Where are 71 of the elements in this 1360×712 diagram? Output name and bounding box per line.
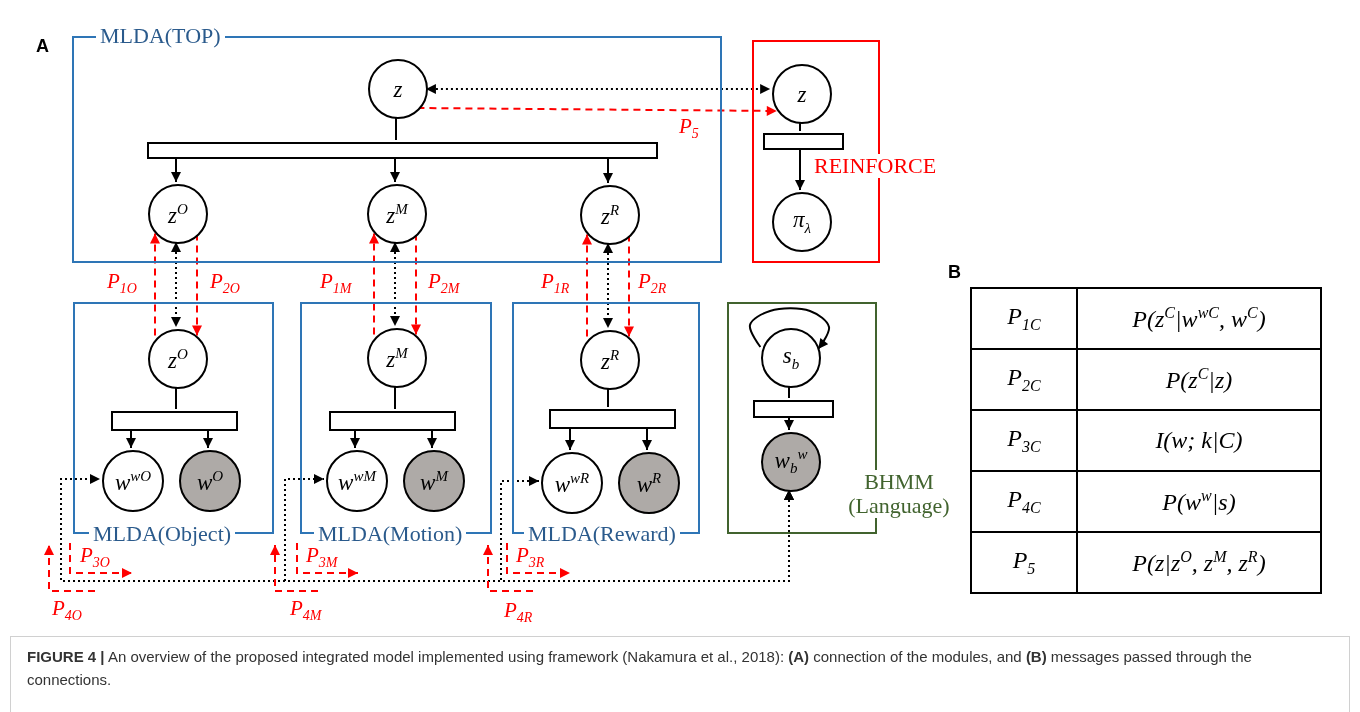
table-cell: P$_{2C}$ — [971, 349, 1077, 410]
table-cell: P$_{3C}$ — [971, 410, 1077, 471]
variable-label: w$^{wM}$ — [338, 468, 376, 494]
variable-node — [580, 185, 640, 245]
connector-line — [799, 121, 801, 132]
connector-line — [394, 385, 396, 410]
arrow — [784, 415, 794, 431]
variable-label: w$^{R}$ — [636, 470, 662, 496]
variable-node — [148, 329, 208, 389]
connector-line — [788, 385, 790, 399]
factor-bar — [111, 411, 238, 431]
variable-node — [367, 328, 427, 388]
factor-bar — [329, 411, 456, 431]
arrow — [203, 428, 213, 449]
message-arrow — [369, 232, 379, 336]
dotted-connector — [171, 241, 181, 328]
variable-label: π$_{λ}$ — [793, 208, 811, 236]
arrow — [603, 156, 613, 184]
table-cell: P$_{1C}$ — [971, 288, 1077, 349]
variable-node — [148, 184, 208, 244]
variable-node — [761, 432, 821, 492]
variable-node — [367, 184, 427, 244]
variable-label: s$_{b}$ — [782, 344, 800, 372]
variable-node — [580, 330, 640, 390]
table-cell: P(w$^{w}$|s) — [1077, 471, 1321, 532]
variable-node — [368, 59, 428, 119]
figure-caption: FIGURE 4 | An overview of the proposed integrated model implemented using framework (Nakamura et al., 2018): (A) connection of the modules, and (B) messages passed through the connections. — [10, 636, 1350, 712]
table-cell: P(z|z$^{O}$, z$^{M}$, z$^{R}$) — [1077, 532, 1321, 593]
variable-label: z — [393, 77, 403, 101]
dotted-connector — [603, 242, 613, 329]
arrow — [565, 426, 575, 451]
table-cell: P(z$^{C}$|w$^{wC}$, w$^{C}$) — [1077, 288, 1321, 349]
factor-bar — [549, 409, 676, 429]
dotted-connector — [390, 241, 400, 327]
factor-bar — [753, 400, 834, 418]
panel-label: A — [36, 36, 49, 57]
arrow — [390, 156, 400, 183]
variable-label: z$^{M}$ — [386, 345, 408, 371]
variable-label: z$^{R}$ — [600, 347, 620, 373]
variable-label: z$^{O}$ — [168, 346, 188, 372]
table-cell: P$_{5}$ — [971, 532, 1077, 593]
table-cell: P(z$^{C}$|z) — [1077, 349, 1321, 410]
panel-label: B — [948, 262, 961, 283]
arrow — [642, 426, 652, 451]
table-cell: P$_{4C}$ — [971, 471, 1077, 532]
arrow — [171, 156, 181, 183]
table-cell: I(w; k|C) — [1077, 410, 1321, 471]
message-arrow — [582, 233, 592, 338]
variable-node — [772, 192, 832, 252]
variable-label: w$^{wR}$ — [554, 470, 590, 496]
arrow — [748, 307, 831, 350]
variable-label: z$^{M}$ — [386, 201, 408, 227]
arrow — [126, 428, 136, 449]
connector-line — [175, 386, 177, 410]
factor-bar — [763, 133, 844, 150]
dotted-connector — [500, 476, 794, 582]
variable-label: z$^{R}$ — [600, 202, 620, 228]
variable-label: w$^{O}$ — [196, 468, 224, 494]
variable-label: w$^{M}$ — [420, 468, 448, 494]
variable-label: z — [797, 82, 807, 106]
connector-line — [395, 116, 397, 141]
variable-node — [761, 328, 821, 388]
message-arrow — [150, 232, 160, 337]
factor-bar — [147, 142, 658, 159]
variable-node — [772, 64, 832, 124]
arrow — [427, 428, 437, 449]
variable-label: z$^{O}$ — [168, 201, 188, 227]
arrow — [795, 147, 805, 191]
variable-label: w$^{wO}$ — [114, 468, 152, 494]
connector-line — [607, 387, 609, 408]
arrow — [350, 428, 360, 449]
